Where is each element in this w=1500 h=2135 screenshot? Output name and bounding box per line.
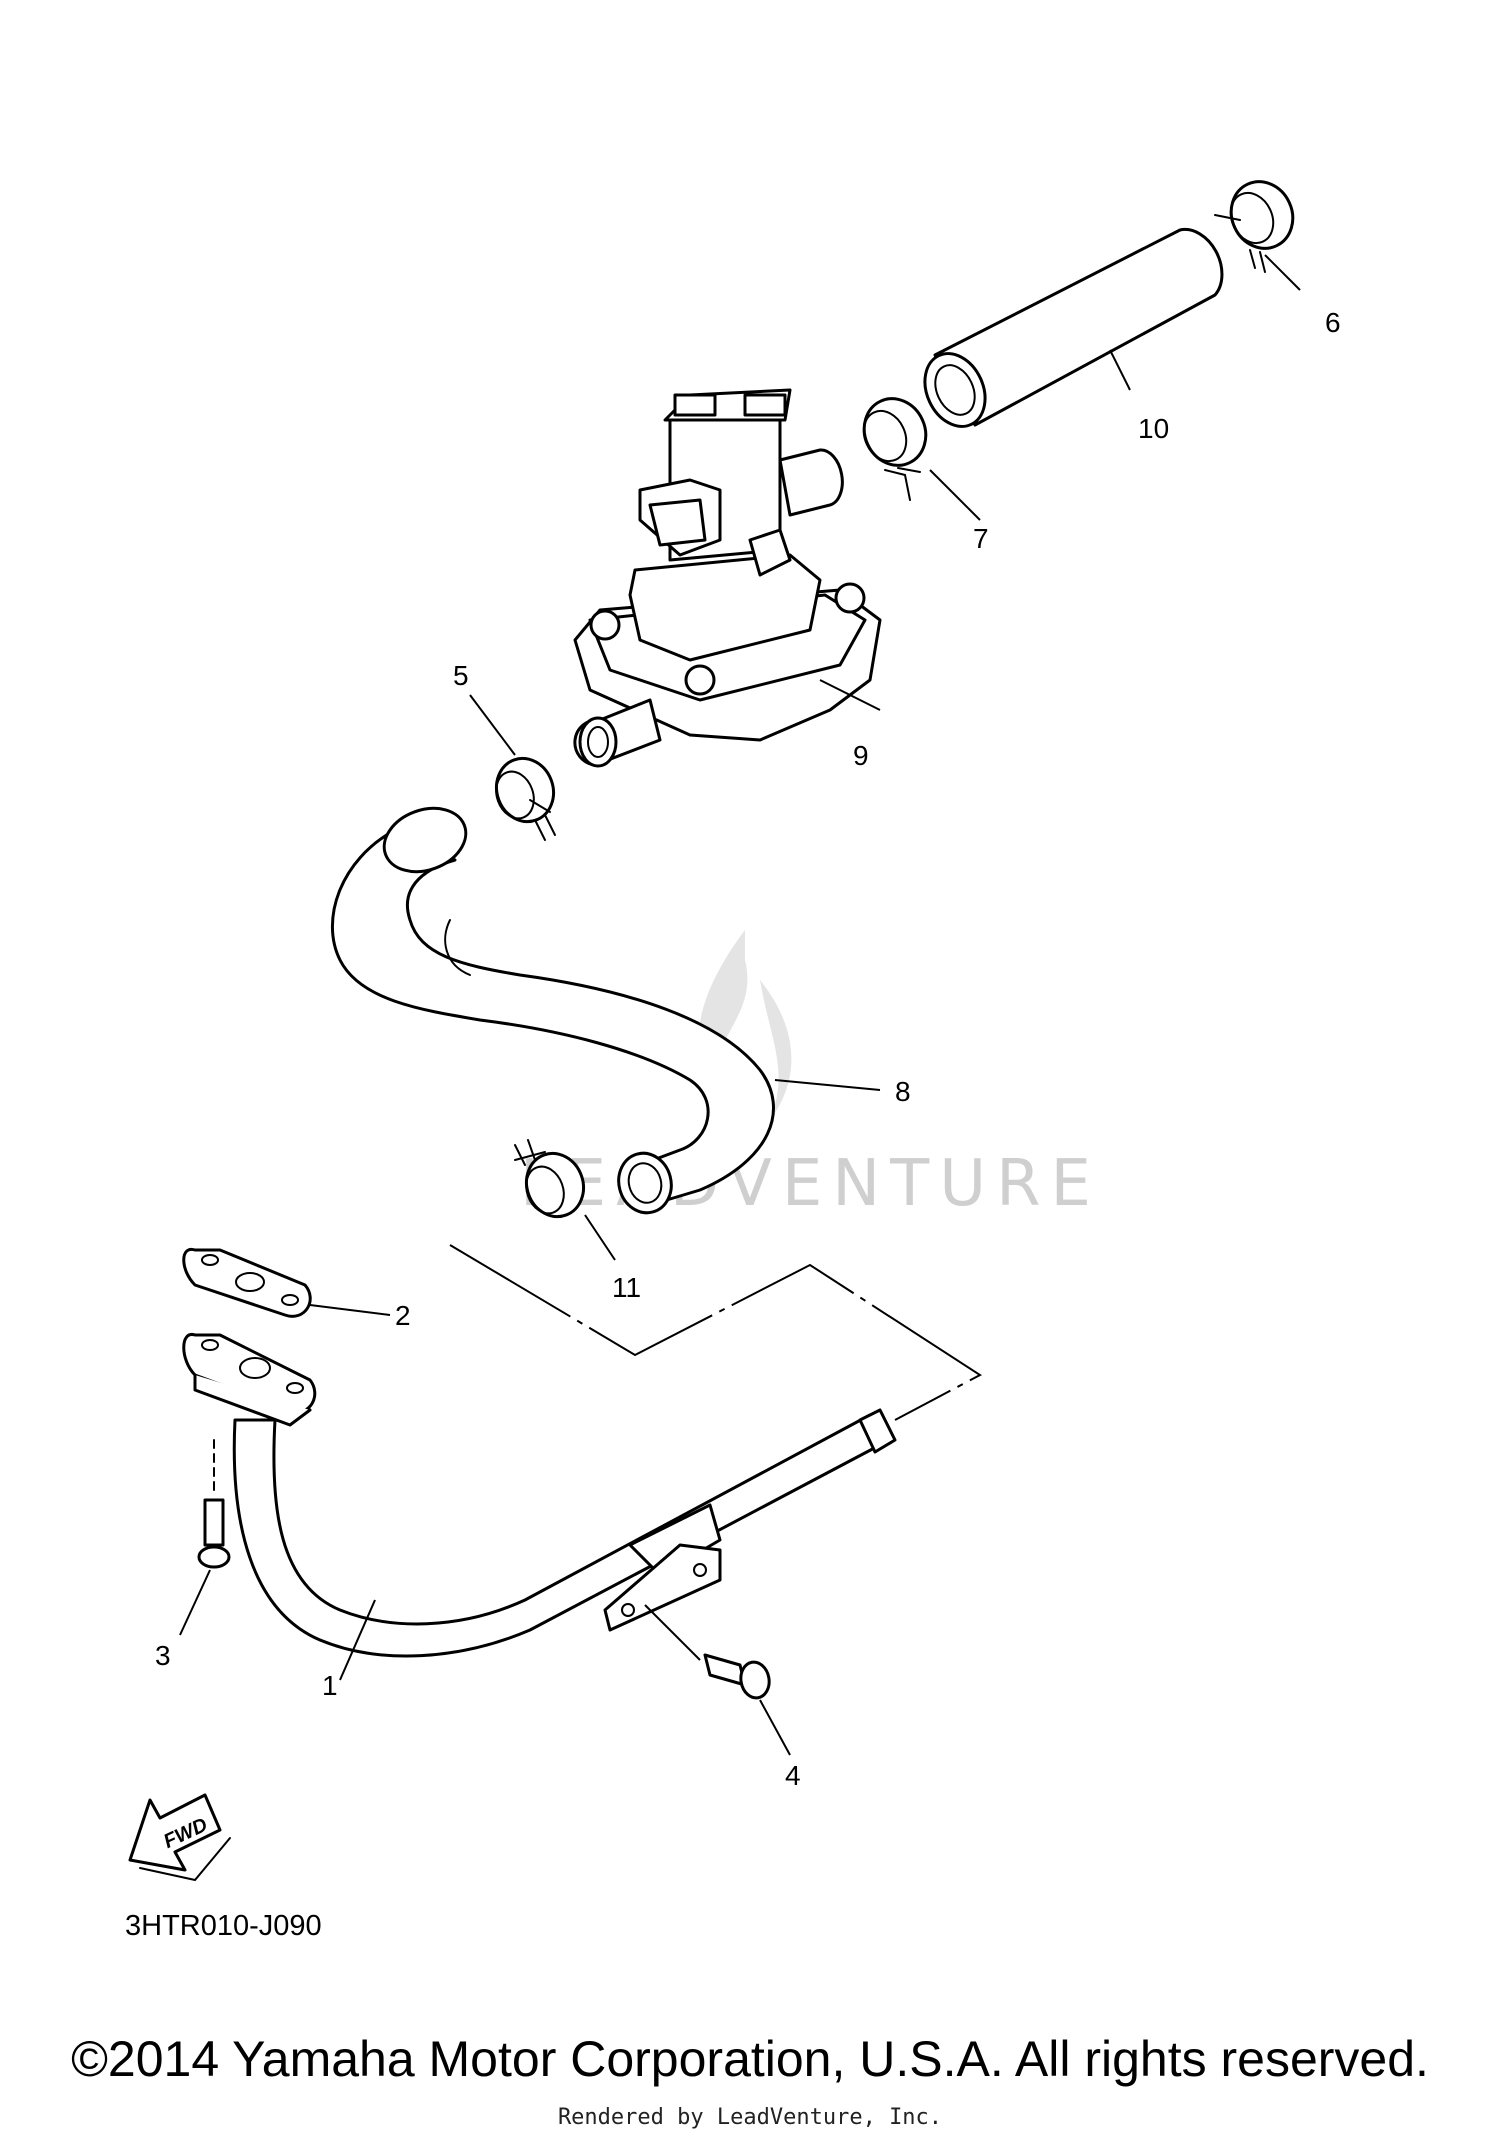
part-11-clamp[interactable] bbox=[514, 1139, 592, 1225]
watermark: LEADVENTURE bbox=[520, 930, 1101, 1221]
part-7-clamp[interactable] bbox=[853, 389, 936, 501]
callout-5: 5 bbox=[453, 660, 469, 691]
part-6-clamp[interactable] bbox=[1214, 172, 1304, 273]
part-9-air-valve[interactable] bbox=[573, 388, 882, 768]
part-2-gasket[interactable] bbox=[182, 1247, 312, 1318]
rendered-by-notice: Rendered by LeadVenture, Inc. bbox=[557, 2105, 943, 2130]
watermark-text: LEADVENTURE bbox=[520, 1147, 1101, 1221]
part-3-bolt[interactable] bbox=[197, 1439, 231, 1569]
callout-4: 4 bbox=[785, 1760, 801, 1791]
callout-9: 9 bbox=[853, 740, 869, 771]
part-4-bolt[interactable] bbox=[703, 1653, 772, 1700]
callout-3: 3 bbox=[155, 1640, 171, 1671]
part-10-hose[interactable] bbox=[914, 227, 1224, 436]
diagram-reference-code: 3HTR010-J090 bbox=[125, 1910, 322, 1942]
copyright-notice: ©2014 Yamaha Motor Corporation, U.S.A. A… bbox=[71, 2031, 1429, 2087]
part-1-pipe[interactable] bbox=[182, 1333, 897, 1658]
callout-1: 1 bbox=[322, 1670, 338, 1701]
part-5-clamp[interactable] bbox=[488, 750, 563, 841]
callout-7: 7 bbox=[973, 523, 989, 554]
callout-11: 11 bbox=[612, 1272, 641, 1303]
callout-2: 2 bbox=[395, 1300, 411, 1331]
callout-10: 10 bbox=[1138, 413, 1169, 444]
callout-6: 6 bbox=[1325, 307, 1341, 338]
part-8-hose[interactable] bbox=[331, 797, 775, 1218]
fwd-arrow-icon: FWD bbox=[128, 1793, 231, 1882]
callout-8: 8 bbox=[895, 1076, 911, 1107]
assembly-bracket-line bbox=[449, 1244, 982, 1421]
leader-lines bbox=[179, 254, 1301, 1756]
